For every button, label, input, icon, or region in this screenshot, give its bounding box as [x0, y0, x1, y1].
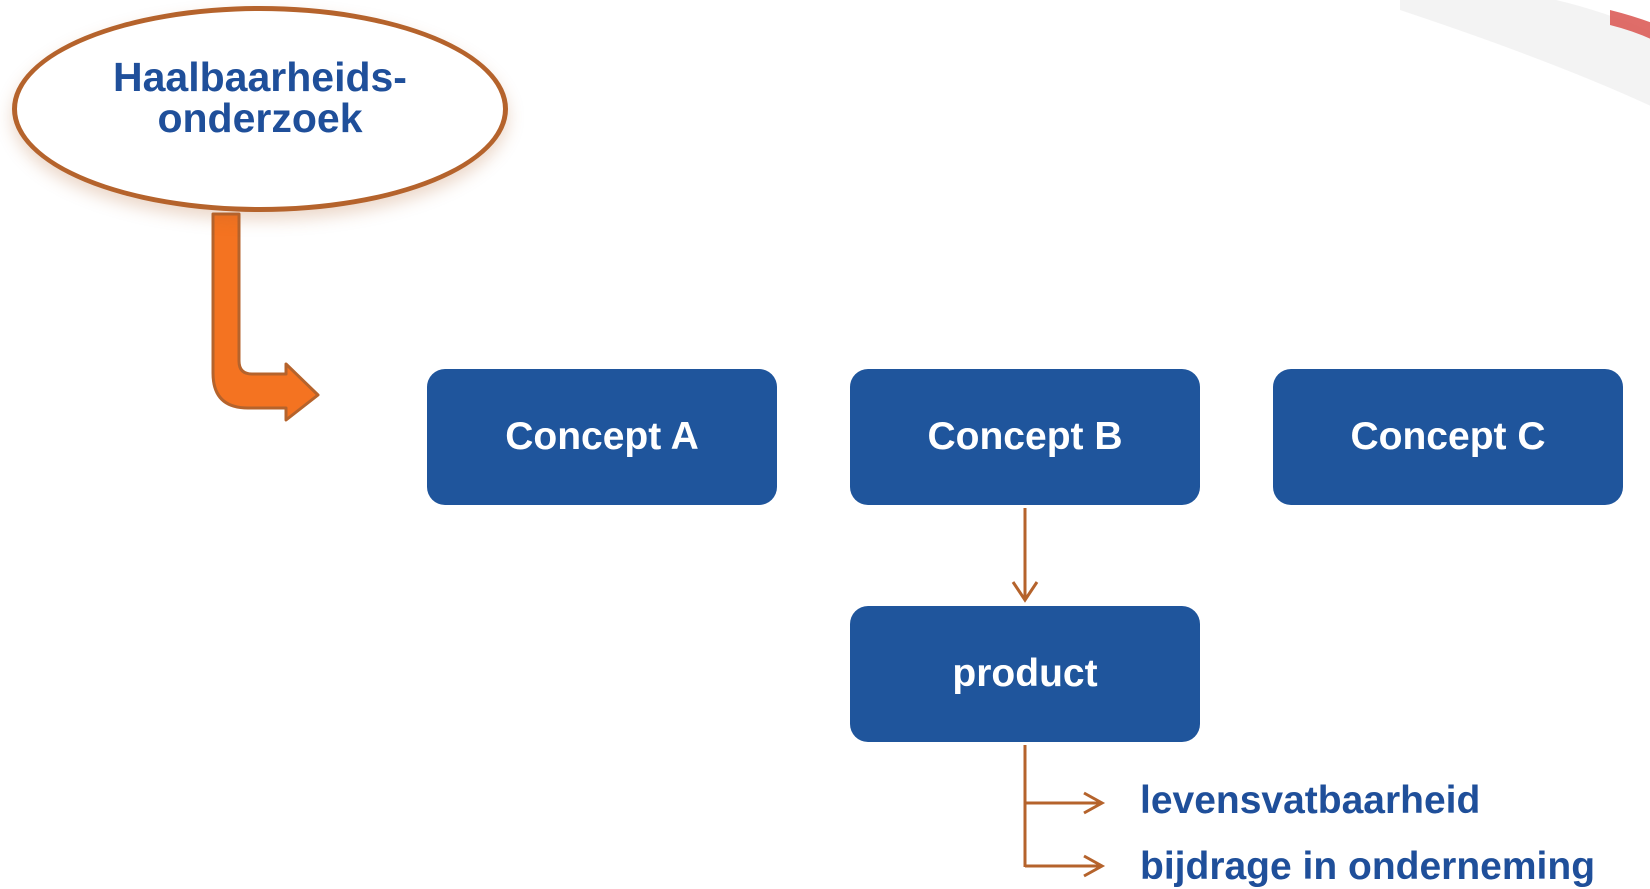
concept-b-to-product-arrow — [1011, 508, 1039, 603]
outcome-contribution: bijdrage in onderneming — [1140, 845, 1596, 888]
corner-swoosh-decoration — [1400, 0, 1650, 106]
concept-a-box: Concept A — [427, 369, 777, 505]
feasibility-study-title: Haalbaarheids- onderzoek — [113, 57, 407, 139]
outcome-viability: levensvatbaarheid — [1140, 779, 1481, 822]
title-line-1: Haalbaarheids- — [113, 54, 407, 100]
feasibility-bent-arrow — [211, 212, 320, 422]
concept-c-box: Concept C — [1273, 369, 1623, 505]
concept-b-box: Concept B — [850, 369, 1200, 505]
feasibility-study-ellipse: Haalbaarheids- onderzoek — [12, 6, 508, 212]
product-to-outcomes-arrows — [1023, 745, 1106, 878]
product-box: product — [850, 606, 1200, 742]
title-line-2: onderzoek — [157, 95, 363, 141]
